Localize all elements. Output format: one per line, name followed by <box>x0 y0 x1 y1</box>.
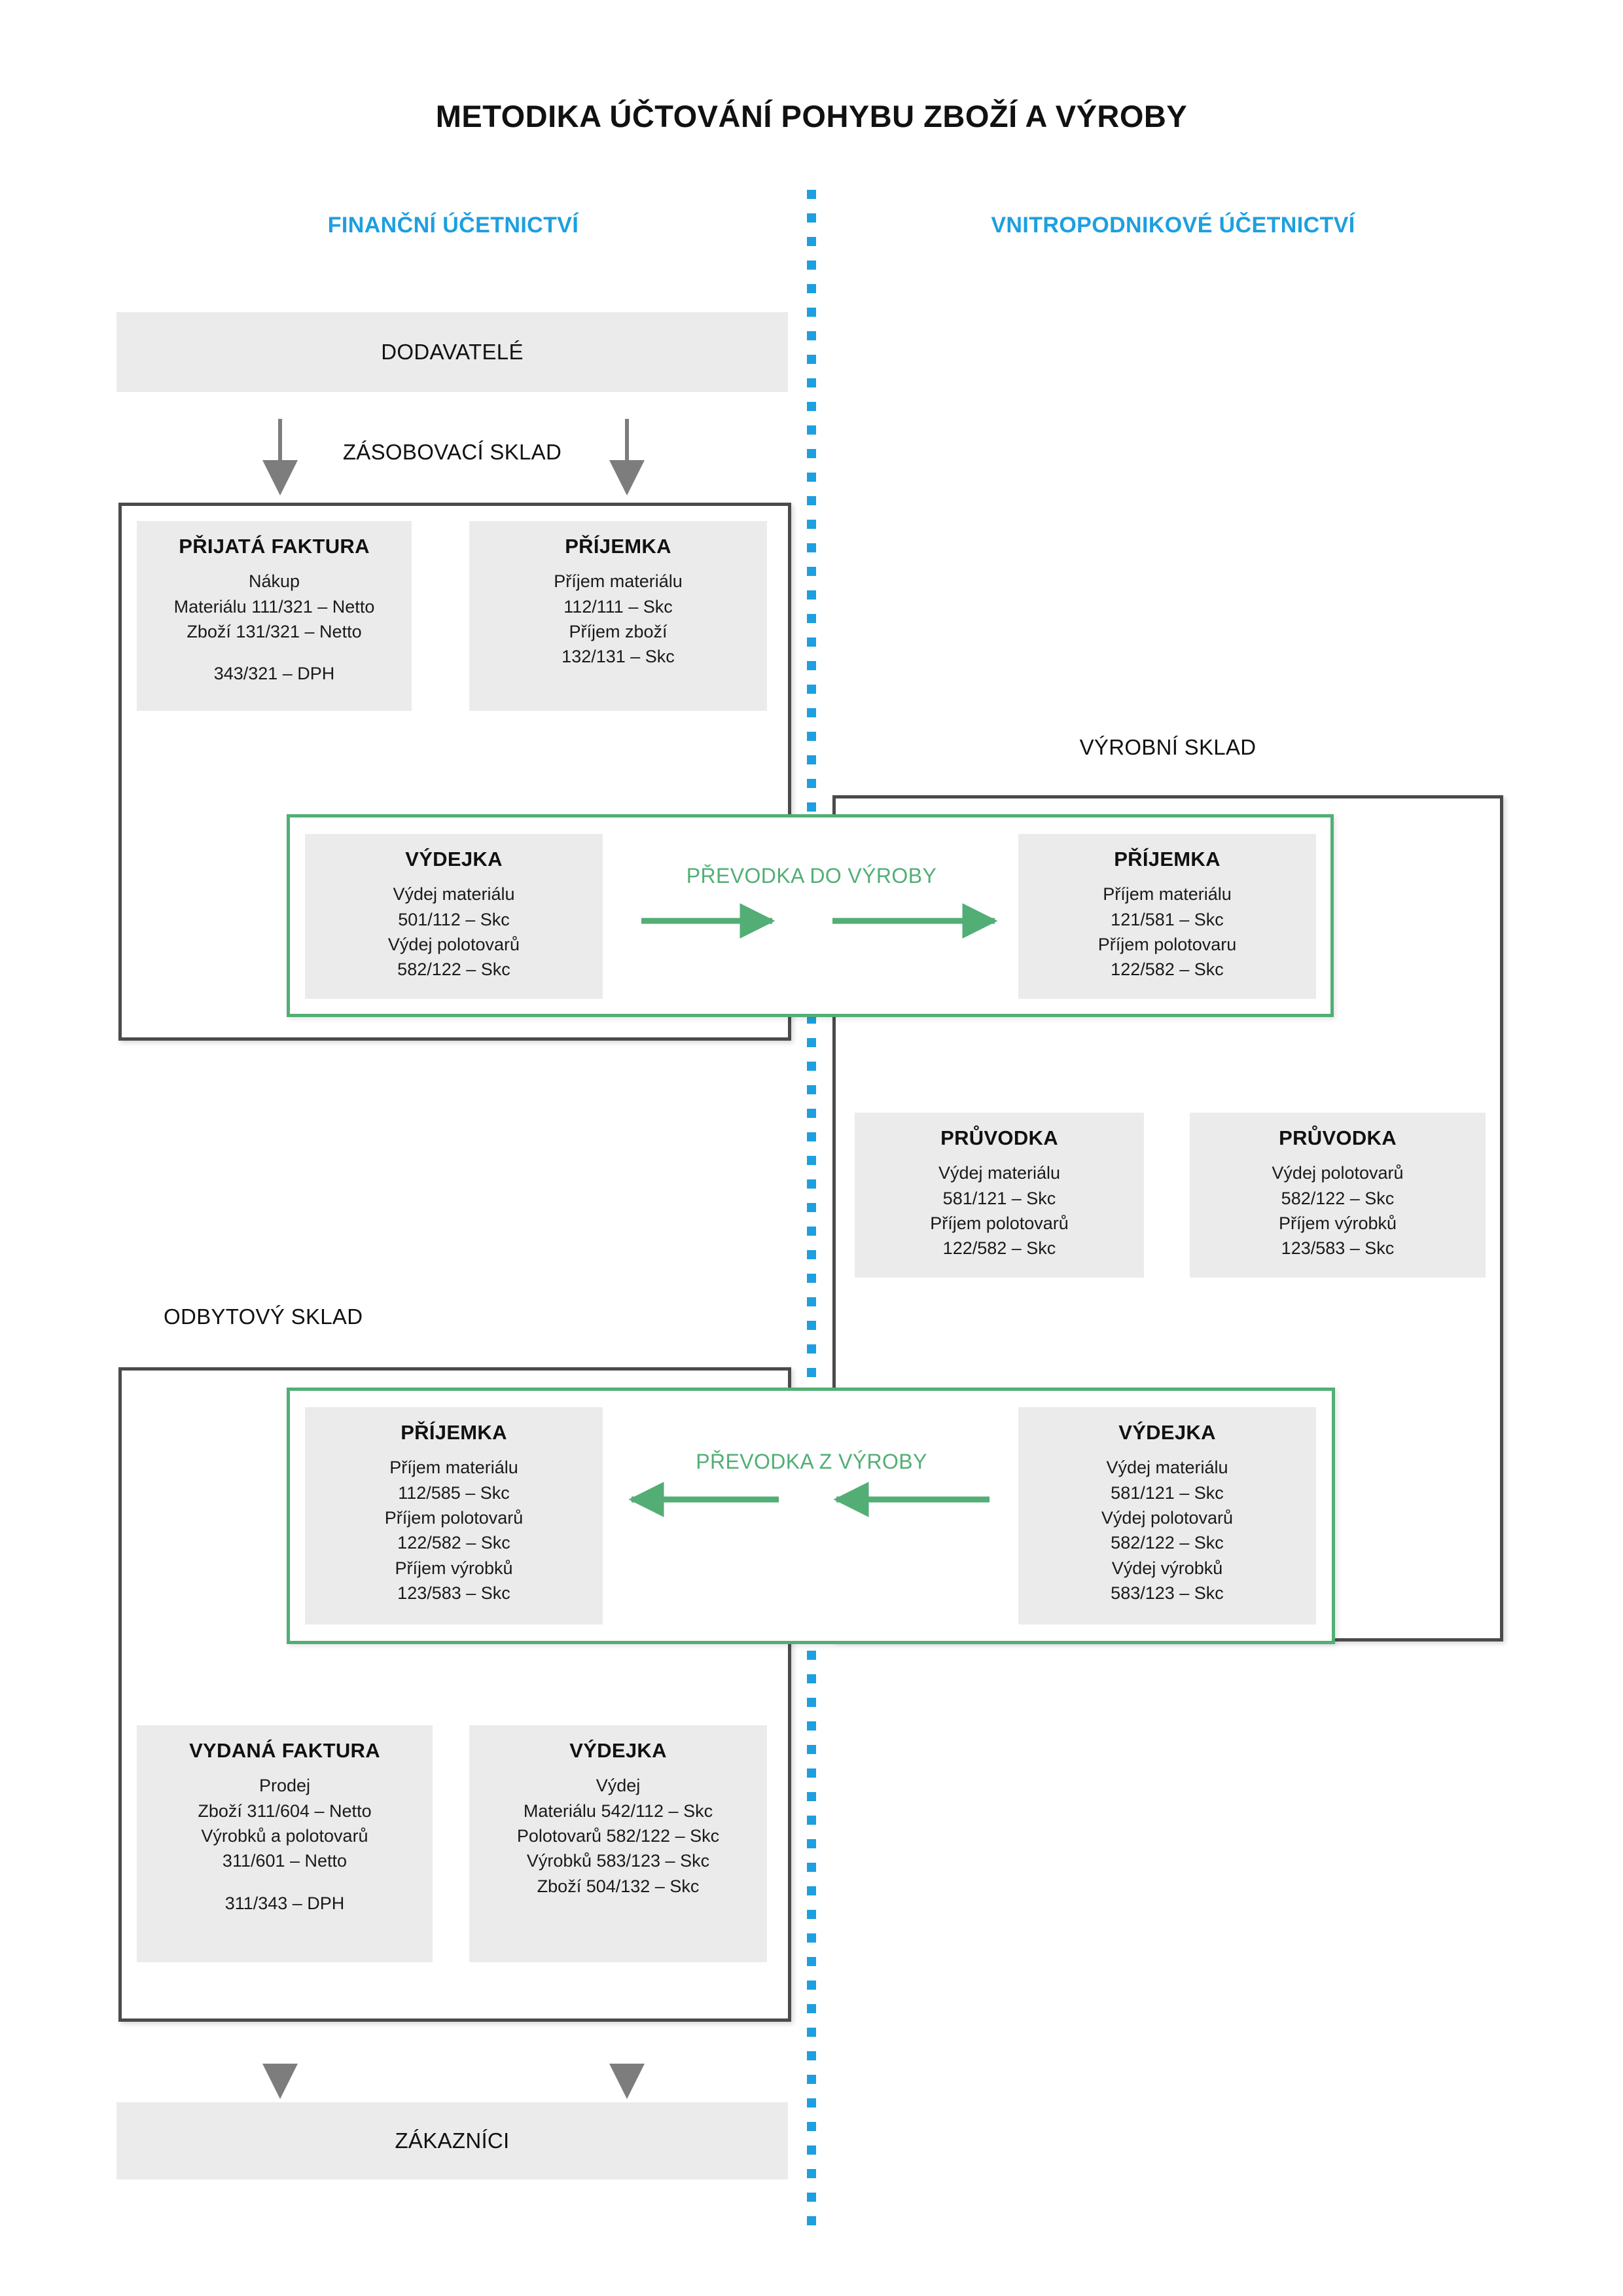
card-line: 122/582 – Skc <box>397 1533 510 1553</box>
card-line: Zboží 311/604 – Netto <box>198 1801 372 1821</box>
card-line: Příjem výrobků <box>395 1558 513 1578</box>
card-title: VÝDEJKA <box>569 1739 667 1762</box>
card-pruvodka-material: PRŮVODKA Výdej materiálu 581/121 – Skc P… <box>855 1113 1144 1278</box>
card-line: Příjem materiálu <box>554 571 683 592</box>
card-line: 582/122 – Skc <box>1111 1533 1224 1553</box>
card-prijemka-supply: PŘÍJEMKA Příjem materiálu 112/111 – Skc … <box>469 521 767 711</box>
card-line: Materiálu 111/321 – Netto <box>173 596 375 617</box>
card-line: 581/121 – Skc <box>1111 1482 1224 1503</box>
card-line: Výdej materiálu <box>393 884 515 905</box>
card-prijata-faktura: PŘIJATÁ FAKTURA Nákup Materiálu 111/321 … <box>137 521 412 711</box>
card-line: Zboží 504/132 – Skc <box>537 1876 700 1896</box>
card-line: Polotovarů 582/122 – Skc <box>516 1825 720 1846</box>
card-vydejka-from-production: VÝDEJKA Výdej materiálu 581/121 – Skc Vý… <box>1018 1407 1316 1624</box>
card-line: Výdej <box>596 1776 641 1796</box>
card-line: Výdej polotovarů <box>1101 1507 1234 1528</box>
card-line: Příjem polotovaru <box>1097 934 1237 954</box>
card-line: 311/601 – Netto <box>222 1851 348 1871</box>
suppliers-label: DODAVATELÉ <box>381 340 524 364</box>
card-line: 122/582 – Skc <box>1111 960 1224 980</box>
card-line: Příjem materiálu <box>389 1458 518 1478</box>
card-line: 311/343 – DPH <box>224 1893 345 1913</box>
column-header-financial: FINANČNÍ ÚČETNICTVÍ <box>327 213 579 238</box>
transfer-from-production-label: PŘEVODKA Z VÝROBY <box>696 1450 927 1473</box>
card-title: PŘÍJEMKA <box>401 1421 507 1444</box>
card-line: Výrobků a polotovarů <box>201 1825 368 1846</box>
card-line: 581/121 – Skc <box>942 1188 1056 1208</box>
production-warehouse-label: VÝROBNÍ SKLAD <box>1079 735 1257 759</box>
customers-box: ZÁKAZNÍCI <box>116 2102 788 2179</box>
card-line: Výdej polotovarů <box>387 934 520 954</box>
card-line: 123/583 – Skc <box>397 1583 510 1603</box>
card-line: Materiálu 542/112 – Skc <box>523 1801 713 1821</box>
card-line: 112/585 – Skc <box>398 1482 510 1503</box>
card-title: PRŮVODKA <box>940 1126 1058 1149</box>
card-title: PŘÍJEMKA <box>565 535 671 558</box>
sales-warehouse-label: ODBYTOVÝ SKLAD <box>164 1304 363 1329</box>
card-line: 343/321 – DPH <box>213 664 335 684</box>
card-line: 112/111 – Skc <box>563 596 673 617</box>
card-prijemka-sales: PŘÍJEMKA Příjem materiálu 112/585 – Skc … <box>305 1407 603 1624</box>
card-line: Zboží 131/321 – Netto <box>187 621 362 641</box>
supply-warehouse-label: ZÁSOBOVACÍ SKLAD <box>342 440 562 464</box>
card-spacer <box>137 644 412 661</box>
suppliers-box: DODAVATELÉ <box>116 312 788 392</box>
card-line: Výdej materiálu <box>938 1163 1061 1183</box>
card-line: 121/581 – Skc <box>1111 909 1224 929</box>
customers-label: ZÁKAZNÍCI <box>395 2128 510 2153</box>
card-vydana-faktura: VYDANÁ FAKTURA Prodej Zboží 311/604 – Ne… <box>137 1725 433 1962</box>
card-line: Příjem zboží <box>569 621 668 641</box>
card-title: PRŮVODKA <box>1279 1126 1397 1149</box>
card-line: 501/112 – Skc <box>398 909 510 929</box>
card-spacer <box>137 1874 433 1891</box>
card-line: Výdej polotovarů <box>1272 1163 1404 1183</box>
card-line: 132/131 – Skc <box>562 647 675 667</box>
card-line: 582/122 – Skc <box>397 960 510 980</box>
card-line: Prodej <box>259 1776 311 1796</box>
card-title: VÝDEJKA <box>1118 1421 1216 1444</box>
card-line: 122/582 – Skc <box>942 1238 1056 1259</box>
card-line: Výdej výrobků <box>1111 1558 1223 1578</box>
card-line: Příjem polotovarů <box>384 1507 524 1528</box>
card-line: Příjem polotovarů <box>930 1213 1069 1233</box>
transfer-to-production-label: PŘEVODKA DO VÝROBY <box>686 864 937 888</box>
card-line: Výrobků 583/123 – Skc <box>526 1851 710 1871</box>
card-title: VÝDEJKA <box>405 848 503 870</box>
card-line: Výdej materiálu <box>1106 1458 1228 1478</box>
card-prijemka-to-production: PŘÍJEMKA Příjem materiálu 121/581 – Skc … <box>1018 834 1316 999</box>
card-title: PŘÍJEMKA <box>1114 848 1221 870</box>
card-vydejka-to-production: VÝDEJKA Výdej materiálu 501/112 – Skc Vý… <box>305 834 603 999</box>
vertical-dotted-divider <box>807 190 816 2238</box>
card-title: PŘIJATÁ FAKTURA <box>179 535 370 558</box>
card-pruvodka-semifinished: PRŮVODKA Výdej polotovarů 582/122 – Skc … <box>1190 1113 1486 1278</box>
card-title: VYDANÁ FAKTURA <box>189 1739 380 1762</box>
card-line: 583/123 – Skc <box>1111 1583 1224 1603</box>
card-line: Příjem výrobků <box>1278 1213 1397 1233</box>
card-line: 123/583 – Skc <box>1281 1238 1395 1259</box>
card-line: Příjem materiálu <box>1103 884 1232 905</box>
card-vydejka-sales: VÝDEJKA Výdej Materiálu 542/112 – Skc Po… <box>469 1725 767 1962</box>
card-line: Nákup <box>248 571 300 592</box>
page-title: METODIKA ÚČTOVÁNÍ POHYBU ZBOŽÍ A VÝROBY <box>435 99 1188 134</box>
card-line: 582/122 – Skc <box>1281 1188 1395 1208</box>
column-header-internal: VNITROPODNIKOVÉ ÚČETNICTVÍ <box>991 213 1355 238</box>
